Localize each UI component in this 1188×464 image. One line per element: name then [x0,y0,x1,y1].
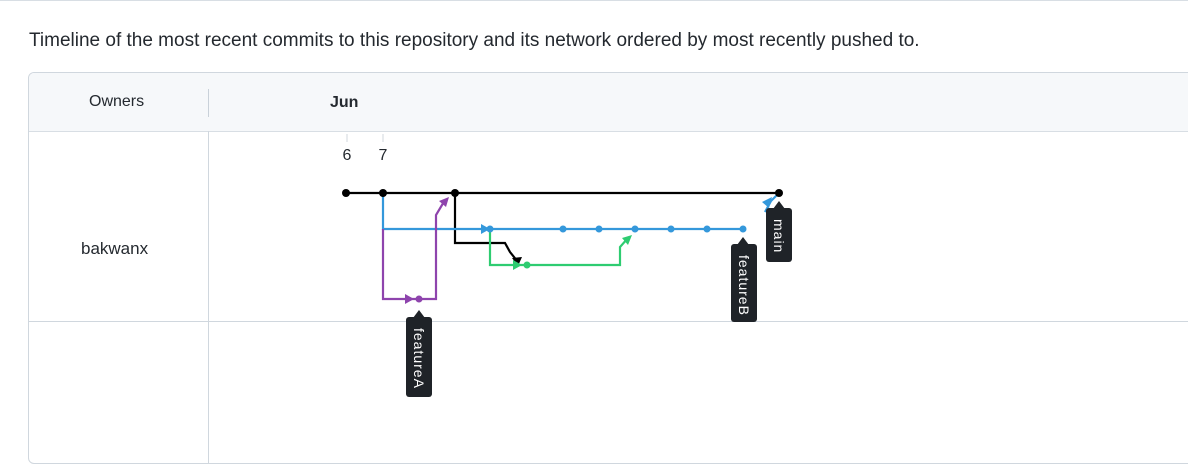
commit-dot[interactable] [523,261,531,269]
branch-label-text: featureA [411,328,427,389]
commit-dot[interactable] [739,225,747,233]
network-description: Timeline of the most recent commits to t… [29,30,920,51]
branch-featureB-line [381,192,780,234]
top-divider [0,0,1188,1]
owners-column-divider [208,131,209,463]
graph-header: Owners Jun [29,73,1188,132]
commit-dot[interactable] [486,225,494,233]
commit-dot[interactable] [775,189,783,197]
commit-dot[interactable] [379,189,387,197]
commit-dot[interactable] [559,225,567,233]
day-label-7: 7 [379,147,388,164]
month-label: Jun [330,94,359,111]
commit-graph[interactable]: 6 7 featureA [0,0,1188,450]
network-graph-panel: Owners Jun bakwanx [28,72,1188,464]
header-column-divider [208,89,209,117]
branch-label-featureA[interactable]: featureA [406,310,432,397]
commit-dot[interactable] [667,225,675,233]
commit-dot[interactable] [451,189,459,197]
commit-dot[interactable] [595,225,603,233]
branch-label-main[interactable]: main [766,201,792,262]
owner-link-bakwanx[interactable]: bakwanx [81,239,149,258]
branch-label-text: featureB [736,255,752,316]
commit-dot[interactable] [703,225,711,233]
commit-dot[interactable] [415,295,423,303]
branch-label-featureB[interactable]: featureB [731,237,757,322]
owner-row-divider [29,321,1188,322]
owners-column-header: Owners [89,93,145,110]
branch-main-line [346,191,779,266]
merge-line [488,229,632,270]
commit-dot[interactable] [342,189,350,197]
day-label-6: 6 [343,147,352,164]
branch-label-text: main [771,219,787,253]
commit-dot[interactable] [631,225,639,233]
branch-featureA-line [381,197,449,304]
